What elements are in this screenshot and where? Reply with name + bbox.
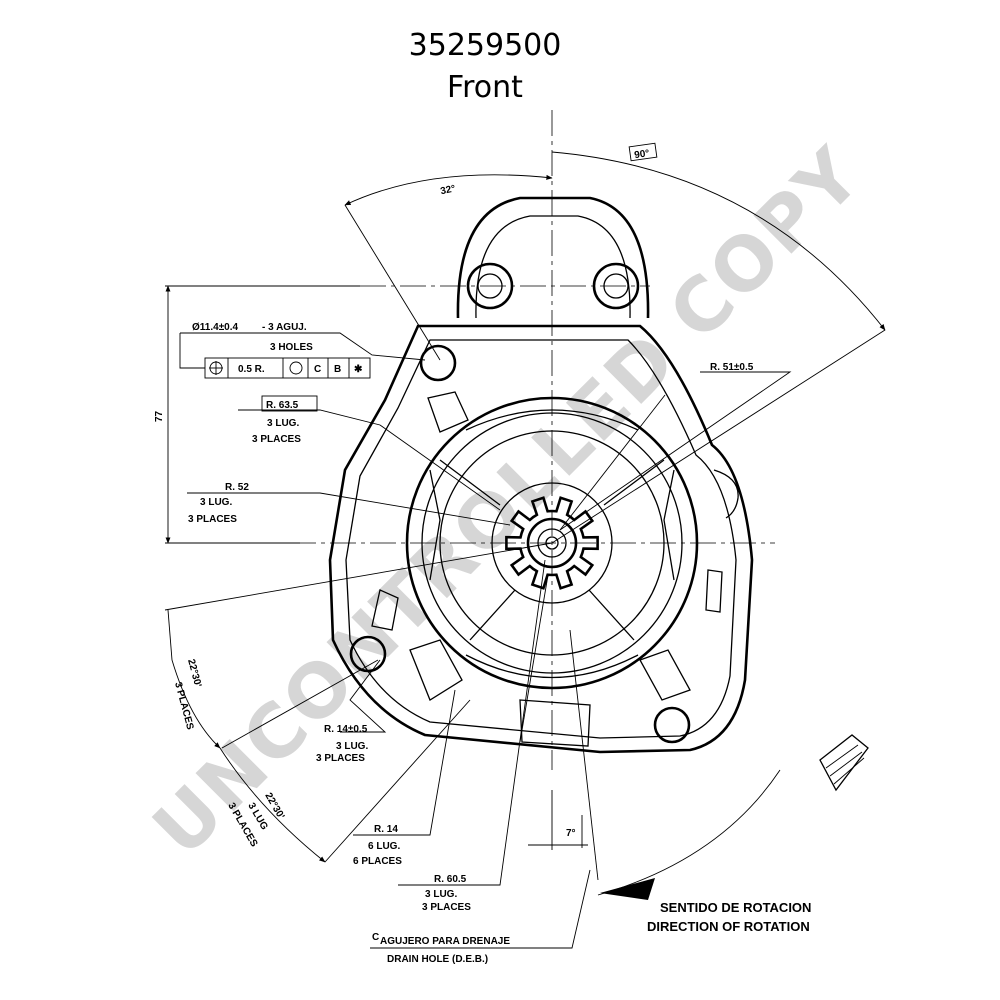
- angle-22-b-label: 22°30': [262, 791, 286, 821]
- height-77-label: 77: [154, 410, 165, 422]
- angle-7-label: 7°: [566, 828, 576, 839]
- drain-es-label: AGUJERO PARA DRENAJE: [380, 936, 510, 947]
- fcf-note-label: ✱: [354, 364, 363, 375]
- r14-5-places-label: 3 PLACES: [316, 753, 365, 764]
- r52-label: R. 52: [225, 482, 249, 493]
- r60-lug-label: 3 LUG.: [425, 889, 457, 900]
- r60-label: R. 60.5: [434, 874, 467, 885]
- angle-90-label: 90°: [634, 148, 651, 161]
- fcf-datum-c-label: C: [314, 364, 321, 375]
- hole-count-en-label: 3 HOLES: [270, 342, 313, 353]
- angle-22-a-label: 22°30': [185, 658, 203, 688]
- flange-holes: [349, 344, 691, 744]
- fcf-tolerance-label: 0.5 R.: [238, 364, 265, 375]
- mounting-holes-top: [466, 262, 640, 310]
- r14-places-label: 6 PLACES: [353, 856, 402, 867]
- r52-places-label: 3 PLACES: [188, 514, 237, 525]
- drain-en-label: DRAIN HOLE (D.E.B.): [387, 954, 488, 965]
- feature-control-frame: [204, 142, 658, 412]
- hole-diameter-label: Ø11.4±0.4: [192, 322, 239, 333]
- body-circles: [405, 396, 699, 690]
- r63-lug-label: 3 LUG.: [267, 418, 299, 429]
- angle-22-a-places-label: 3 PLACES: [172, 681, 195, 731]
- r14-lug-label: 6 LUG.: [368, 841, 400, 852]
- r51-label: R. 51±0.5: [710, 362, 754, 373]
- hole-count-es-label: - 3 AGUJ.: [262, 322, 307, 333]
- rotation-en-label: DIRECTION OF ROTATION: [647, 919, 810, 934]
- drain-es-prefix: C: [372, 932, 379, 943]
- r63-label: R. 63.5: [266, 400, 299, 411]
- r14-5-lug-label: 3 LUG.: [336, 741, 368, 752]
- ribs: [429, 409, 675, 679]
- dimension-arcs: [167, 151, 886, 896]
- rotation-arrow-icon: [600, 734, 869, 900]
- rotation-es-label: SENTIDO DE ROTACION: [660, 900, 811, 915]
- angle-32-label: 32°: [439, 183, 456, 197]
- r14-label: R. 14: [374, 824, 398, 835]
- housing-outline: [328, 196, 754, 754]
- r14-5-label: R. 14±0.5: [324, 724, 368, 735]
- pinion-gear: [505, 496, 599, 590]
- fcf-datum-b-label: B: [334, 364, 341, 375]
- view-title: Front: [447, 70, 523, 105]
- r60-places-label: 3 PLACES: [422, 902, 471, 913]
- r52-lug-label: 3 LUG.: [200, 497, 232, 508]
- notes: C AGUJERO PARA DRENAJE DRAIN HOLE (D.E.B…: [372, 900, 811, 965]
- leader-lines: [164, 204, 886, 949]
- r63-places-label: 3 PLACES: [252, 434, 301, 445]
- part-number-title: 35259500: [408, 28, 562, 63]
